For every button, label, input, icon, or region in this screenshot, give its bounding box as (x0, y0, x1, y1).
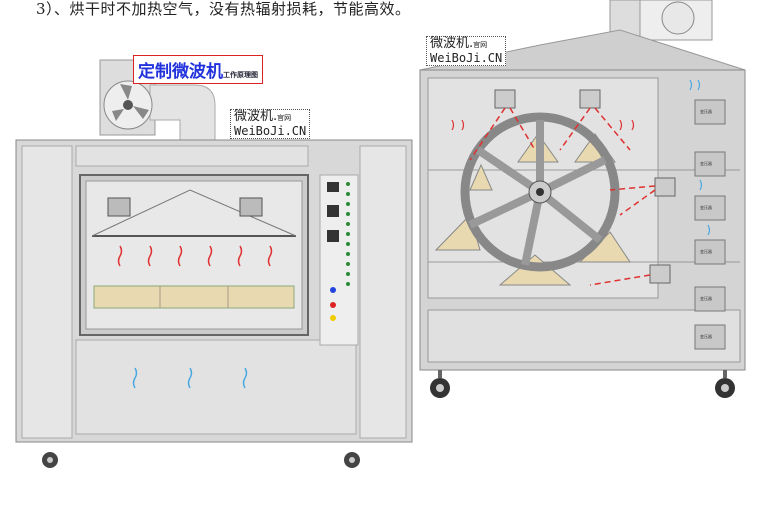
watermark-cn: 微波机. (234, 109, 278, 124)
material-tray (93, 285, 295, 309)
watermark-left: 微波机.官网 WeiBoJi.CN (230, 109, 311, 139)
magnetron-right (239, 197, 263, 217)
heat-waves-right (451, 119, 635, 131)
caption-text: 3）、烘干时不加热空气，没有热辐射损耗，节能高效。 (36, 0, 411, 18)
title-text: 定制微波机 (138, 62, 223, 82)
watermark-cn: 微波机. (430, 36, 474, 51)
transformer-label: 变压器 (700, 161, 712, 166)
fan-icon (661, 1, 695, 35)
transformer-label: 变压器 (700, 249, 712, 254)
watermark-en: WeiBoJi.CN (234, 124, 307, 138)
subtitle-text: 工作原理图 (223, 70, 258, 79)
magnetrons (494, 89, 676, 284)
transformer-label: 变压器 (700, 109, 712, 114)
transformer-label: 变压器 (700, 334, 712, 339)
watermark-en: WeiBoJi.CN (430, 51, 503, 65)
watermark-small: 官网 (277, 114, 292, 122)
microwave-beams (469, 107, 656, 286)
watermark-right: 微波机.官网 WeiBoJi.CN (426, 36, 507, 66)
magnetron-left (107, 197, 131, 217)
watermark-small: 官网 (473, 41, 488, 49)
control-panel (319, 174, 359, 346)
transformer-stack (694, 99, 726, 350)
transformer-label: 变压器 (700, 205, 712, 210)
vapor-waves-right (689, 79, 711, 236)
air-duct (149, 84, 216, 141)
heat-waves-left (117, 245, 273, 267)
rotating-drum-wheel (460, 112, 620, 272)
transformer-label: 变压器 (700, 296, 712, 301)
right-microwave-machine (419, 0, 746, 398)
left-figure-title: 定制微波机工作原理图 (133, 55, 263, 84)
vapor-waves-left (132, 367, 248, 389)
left-microwave-machine (15, 59, 413, 468)
